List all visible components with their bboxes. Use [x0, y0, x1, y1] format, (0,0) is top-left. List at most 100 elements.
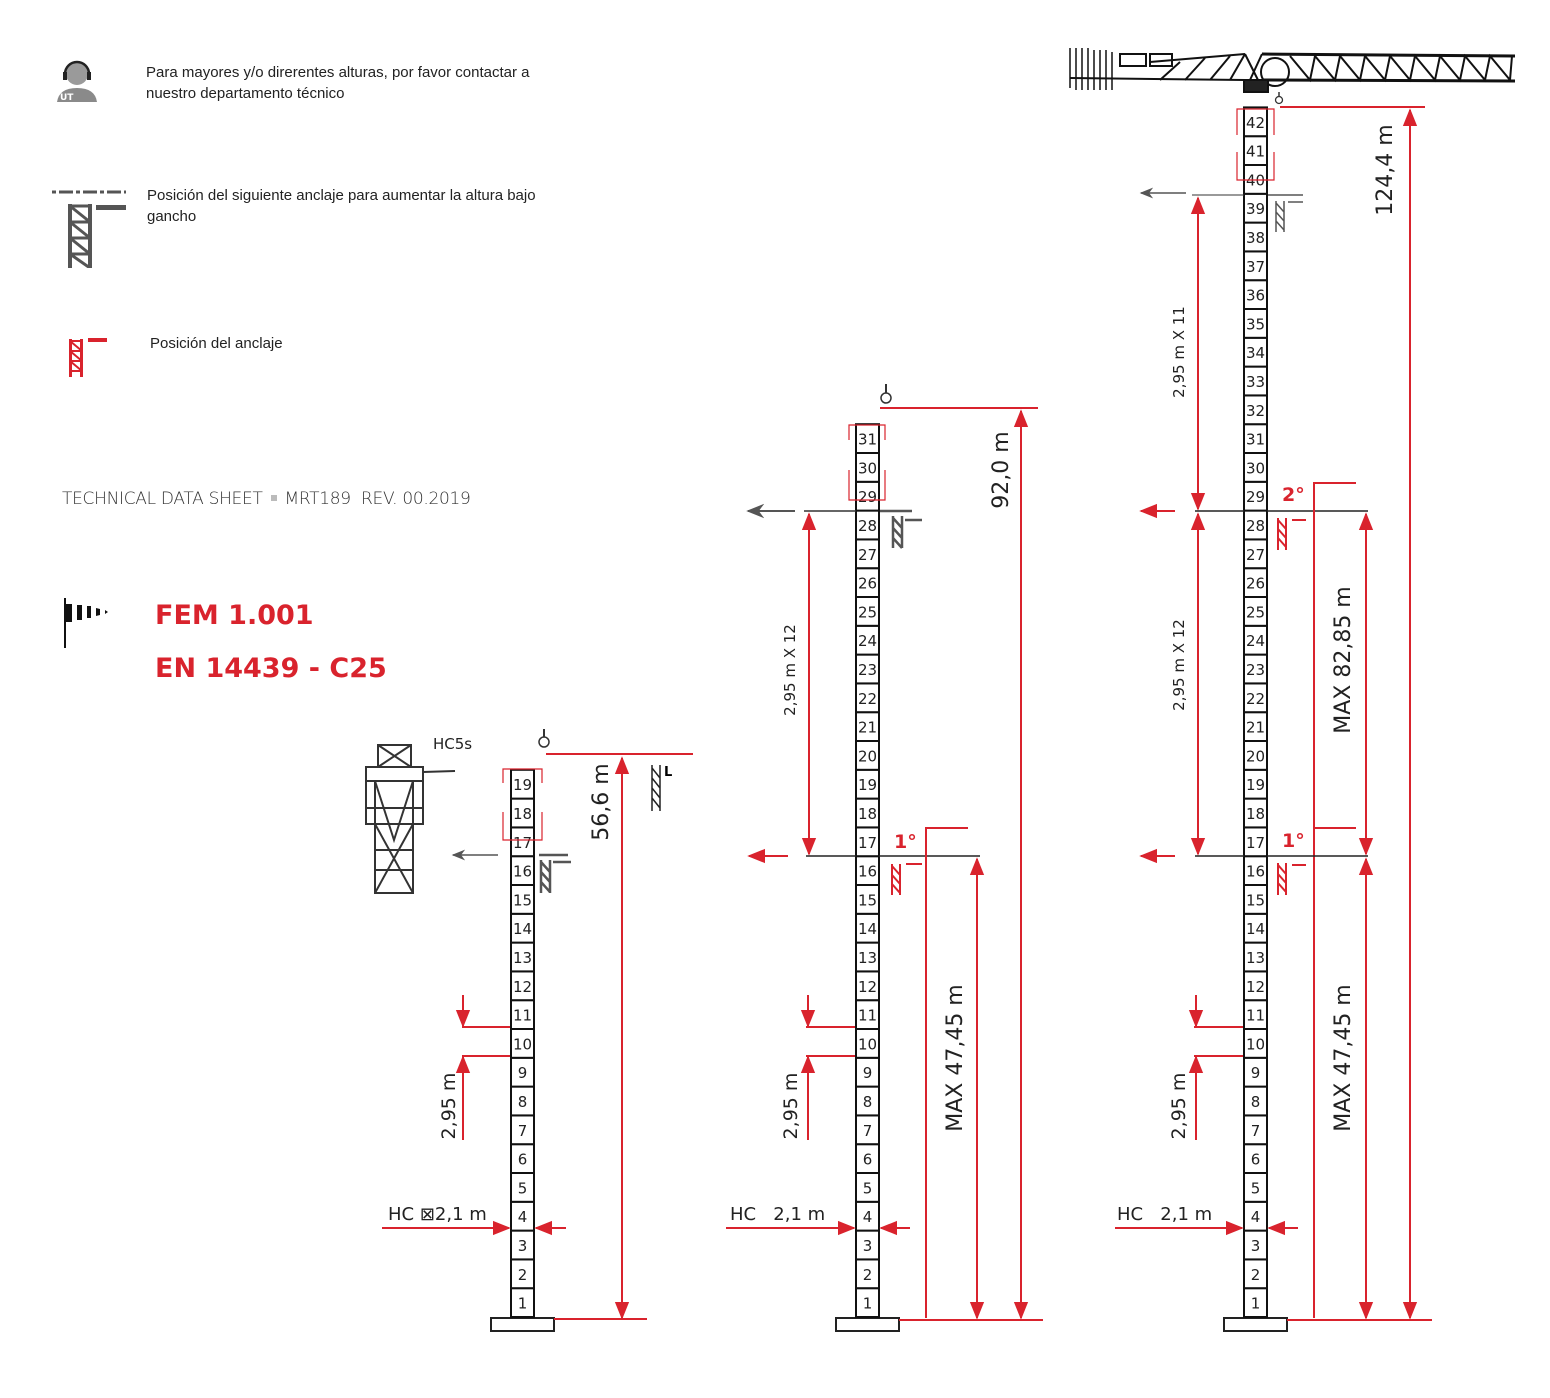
mast-section [855, 768, 880, 800]
mast-section-number: 12 [513, 978, 532, 996]
mast-section-number: 10 [1246, 1035, 1265, 1053]
mast-section [1243, 538, 1268, 570]
mast-section [1243, 567, 1268, 599]
mast-section [855, 797, 880, 829]
sheet-model: MRT189 [284, 489, 352, 509]
mast-section-number: 18 [858, 805, 877, 823]
mast-section [510, 826, 535, 858]
sheet-revision: REV. 00.2019 [361, 489, 471, 509]
hook-icon [880, 384, 892, 404]
mast-section-number: 7 [863, 1122, 873, 1140]
mast-section [1243, 740, 1268, 771]
mast-section-number: 17 [858, 834, 877, 852]
mast-section [510, 941, 535, 973]
mast-section [1243, 1028, 1268, 1059]
mast-section [1243, 970, 1268, 1002]
mast-section [1243, 682, 1268, 714]
mast-section-number: 5 [863, 1179, 873, 1197]
mast-section [855, 711, 880, 743]
mast-section-number: 29 [1246, 488, 1265, 506]
mast-section-number: 10 [858, 1035, 877, 1053]
span-label: 2,95 m X 12 [781, 624, 799, 716]
legend-contact-text: Para mayores y/o direrentes alturas, por… [146, 64, 530, 102]
mast-section [1243, 106, 1268, 138]
mast-section [1243, 164, 1268, 195]
max-height-label: MAX 47,45 m [1331, 984, 1356, 1132]
mast-section-number: 22 [858, 690, 877, 708]
mast-section [510, 768, 535, 800]
mast-section-number: 39 [1246, 200, 1265, 218]
mast-section [855, 1287, 880, 1318]
mast-section-number: 40 [1246, 171, 1265, 189]
mast-section [855, 912, 880, 944]
mast-section-number: 25 [1246, 603, 1265, 621]
mast-section-number: 14 [1246, 920, 1265, 938]
mast-section-number: 16 [1246, 863, 1265, 881]
mast-section-number: 38 [1246, 229, 1265, 247]
max-height-label: MAX 47,45 m [943, 984, 968, 1132]
mast-section [855, 855, 880, 887]
mast-section [510, 1229, 535, 1261]
mast-section [510, 1143, 535, 1174]
mast-section [1243, 941, 1268, 973]
mast-section-number: 19 [1246, 776, 1265, 794]
tower-3-mast: 1234567891011121314151617181920212223242… [1223, 106, 1288, 1332]
climbing-frame-drawing [365, 744, 456, 894]
mast-section [1243, 855, 1268, 887]
mast-section [510, 1056, 535, 1088]
mast-section-number: 22 [1246, 690, 1265, 708]
mast-section-number: 27 [1246, 546, 1265, 564]
mast-section [510, 970, 535, 1002]
mast-section-number: 6 [1251, 1151, 1261, 1169]
mast-section-number: 19 [513, 776, 532, 794]
mast-section [1243, 394, 1268, 426]
mast-section-number: 9 [863, 1064, 873, 1082]
mast-section-number: 34 [1246, 344, 1265, 362]
mast-section [1243, 884, 1268, 915]
mast-section [855, 1085, 880, 1117]
mast-section [855, 596, 880, 627]
mast-section-number: 3 [863, 1237, 873, 1255]
mast-section-number: 42 [1246, 114, 1265, 132]
mast-section-number: 23 [1246, 661, 1265, 679]
mast-section-number: 3 [518, 1237, 528, 1255]
mast-section-number: 15 [1246, 891, 1265, 909]
hook-icon [538, 729, 550, 748]
mast-section-number: 14 [513, 920, 532, 938]
legend-anchor-text: Posición del anclaje [150, 335, 283, 352]
anchor-icon [1277, 863, 1306, 895]
mast-section [855, 423, 880, 455]
mast-section [855, 1143, 880, 1174]
base-plate [1223, 1317, 1288, 1332]
height-label: 92,0 m [989, 431, 1014, 508]
mast-section [1243, 1287, 1268, 1318]
anchor-icon [891, 863, 922, 895]
section-height-label: 2,95 m [438, 1073, 460, 1140]
base-plate [490, 1317, 555, 1332]
max2-height-label: MAX 82,85 m [1331, 586, 1356, 734]
tower-1-annotations: HC5s 56,6 m L 2,95 m HC ⊠2,1 m [365, 729, 693, 1320]
mast-section-number: 11 [513, 1007, 532, 1025]
mast-section-number: 4 [863, 1208, 873, 1226]
mast-section-number: 13 [1246, 949, 1265, 967]
hc-label: HC 2,1 m [730, 1204, 825, 1225]
windsock-icon [64, 598, 108, 648]
mast-section-number: 2 [863, 1266, 873, 1284]
mast-section [1243, 308, 1268, 339]
sheet-title: TECHNICAL DATA SHEET [62, 489, 263, 509]
mast-section-number: 23 [858, 661, 877, 679]
mast-section-number: 9 [518, 1064, 528, 1082]
L-label: L [664, 765, 672, 780]
mast-section [510, 797, 535, 829]
anchor-type-icon [651, 765, 661, 811]
mast-section [510, 855, 535, 887]
span-label: 2,95 m X 12 [1170, 619, 1188, 711]
mast-section-number: 6 [518, 1151, 528, 1169]
mast-section-number: 8 [1251, 1093, 1261, 1111]
mast-section [855, 999, 880, 1031]
hc-label: HC ⊠2,1 m [388, 1204, 487, 1225]
mast-section-number: 37 [1246, 258, 1265, 276]
mast-section [1243, 1258, 1268, 1290]
mast-section-number: 8 [518, 1093, 528, 1111]
